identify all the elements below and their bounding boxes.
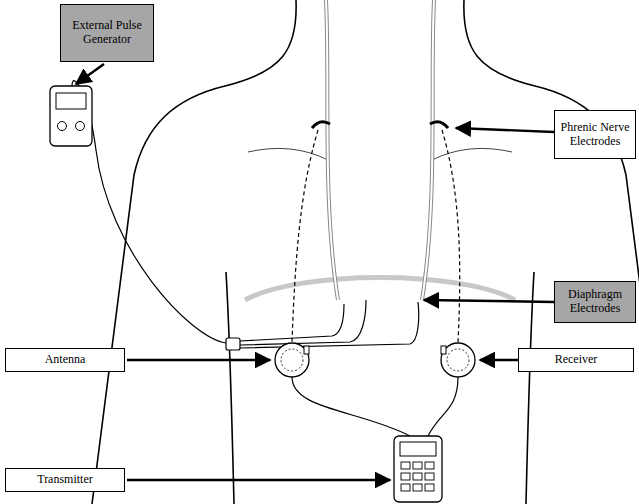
- label-box: Receiver: [518, 348, 634, 372]
- label-text: Antenna: [40, 353, 91, 367]
- clavicle: [248, 148, 512, 160]
- receiver-coil: [275, 343, 475, 377]
- diaphragm: [245, 278, 515, 301]
- key: [425, 462, 434, 469]
- electrode-lead: [292, 130, 460, 342]
- label-text: Phrenic Nerve Electrodes: [555, 121, 635, 149]
- key: [425, 484, 434, 491]
- pulse-generator-device: [50, 86, 92, 146]
- torso-outline: [92, 0, 639, 504]
- label-box: Phrenic Nerve Electrodes: [554, 110, 636, 159]
- label-text: Diaphragm Electrodes: [555, 288, 635, 316]
- key: [425, 473, 434, 480]
- nerve-electrode: [312, 122, 448, 128]
- leader-arrow: [76, 64, 554, 480]
- key: [401, 462, 410, 469]
- transmitter-cable: [292, 377, 458, 436]
- label-box: External Pulse Generator: [60, 4, 154, 62]
- key: [413, 462, 422, 469]
- label-box: Antenna: [5, 348, 125, 372]
- diaphragm-wire: [72, 81, 419, 348]
- label-box: Transmitter: [5, 468, 125, 492]
- key: [401, 484, 410, 491]
- transmitter-device: [394, 436, 442, 502]
- key: [413, 473, 422, 480]
- key: [413, 484, 422, 491]
- label-text: Receiver: [550, 353, 603, 367]
- label-text: Transmitter: [32, 473, 98, 487]
- connector: [226, 338, 240, 350]
- nerve-lead: [326, 0, 434, 300]
- key: [401, 473, 410, 480]
- label-box: Diaphragm Electrodes: [554, 281, 636, 323]
- label-text: External Pulse Generator: [61, 19, 153, 47]
